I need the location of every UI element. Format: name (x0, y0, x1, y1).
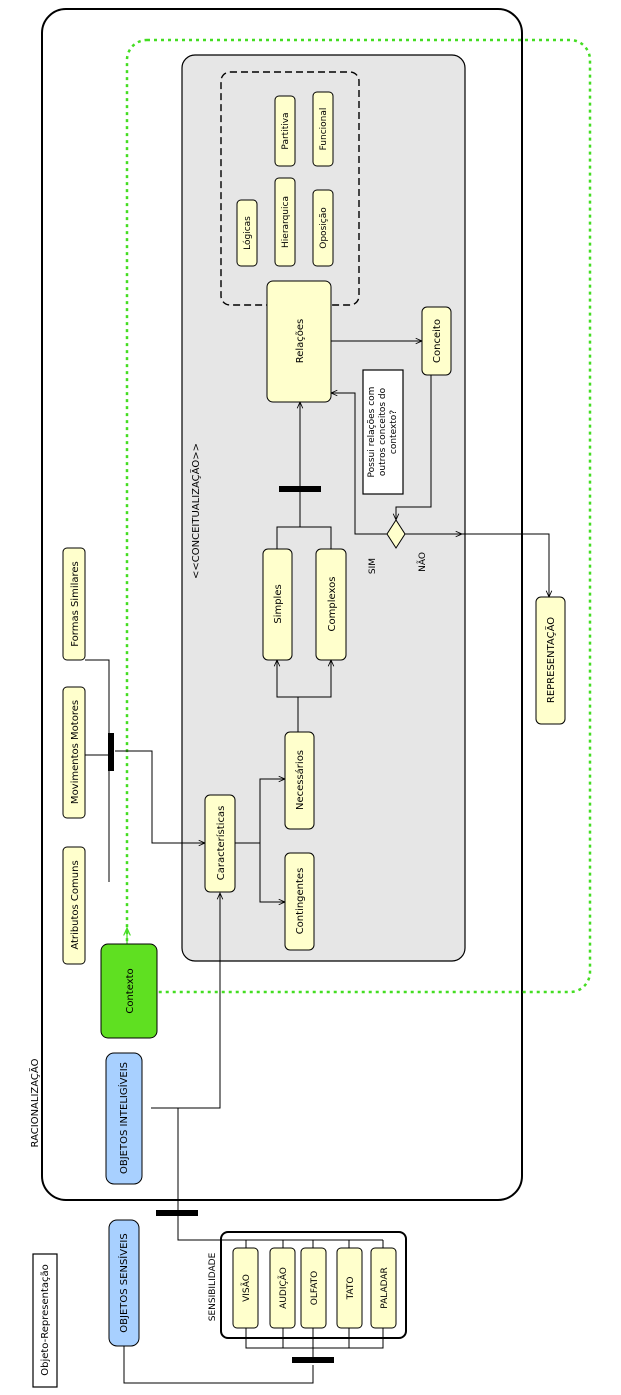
svg-text:AUDIÇÃO: AUDIÇÃO (278, 1267, 289, 1309)
question-line-3: contexto? (389, 410, 399, 454)
conceitualizacao-label: <<CONCEITUALIZAÇÃO>> (189, 443, 202, 579)
node-objetos-inteligiveis[interactable]: OBJETOS INTELIGÍVEIS (105, 1052, 143, 1185)
svg-text:TATO: TATO (346, 1277, 356, 1301)
svg-text:Conceito: Conceito (432, 319, 443, 363)
edge-necessarios-complexos (298, 660, 331, 698)
node-caracteristicas[interactable]: Características (204, 794, 236, 893)
edge-formas-join (85, 659, 110, 755)
svg-text:VISÃO: VISÃO (241, 1274, 252, 1302)
decision-diamond (386, 519, 406, 549)
join-bar-sensiveis (156, 1210, 198, 1216)
svg-text:Necessários: Necessários (294, 750, 306, 810)
node-funcional[interactable]: Funcional (312, 91, 334, 167)
question-line-2: outros conceitos do (378, 387, 388, 476)
node-formas-similares[interactable]: Formas Similares (62, 547, 86, 661)
node-relacoes[interactable]: Relações (266, 280, 332, 403)
edge-conceito-decision (396, 375, 432, 520)
svg-text:Movimentos Motores: Movimentos Motores (70, 700, 81, 804)
svg-text:Contingentes: Contingentes (295, 868, 306, 935)
node-complexos[interactable]: Complexos (315, 548, 347, 661)
sensibilidade-label: SENSIBILIDADE (208, 1252, 218, 1321)
nao-label: NÃO (417, 552, 428, 572)
node-olfato[interactable]: OLFATO (300, 1247, 327, 1329)
svg-text:Atributos Comuns: Atributos Comuns (70, 860, 81, 949)
svg-text:Funcional: Funcional (319, 108, 329, 151)
svg-text:Lógicas: Lógicas (242, 216, 253, 250)
node-oposicao[interactable]: Oposição (312, 189, 334, 267)
edge-simples-join (276, 526, 332, 549)
edge-sensibility-up (177, 1215, 246, 1241)
conceitualizacao-panel (181, 54, 466, 962)
edge-nao-representacao (462, 533, 549, 597)
question-line-1: Possui relações com (367, 387, 377, 478)
svg-text:Complexos: Complexos (327, 577, 338, 632)
node-necessarios[interactable]: Necessários (284, 731, 315, 830)
node-conceito[interactable]: Conceito (421, 306, 452, 376)
svg-text:Hierarquica: Hierarquica (281, 196, 291, 248)
question-note (362, 369, 404, 495)
node-audicao[interactable]: AUDIÇÃO (269, 1247, 296, 1329)
svg-text:OBJETOS INTELIGÍVEIS: OBJETOS INTELIGÍVEIS (117, 1062, 130, 1174)
svg-text:Partitiva: Partitiva (281, 112, 291, 149)
frame-label-box (32, 1253, 58, 1388)
edge-inteligiveis-caracteristicas (151, 893, 220, 1109)
edge-sense-tops (245, 1239, 384, 1248)
sensibilidade-container (220, 1231, 407, 1339)
node-paladar[interactable]: PALADAR (370, 1247, 397, 1329)
node-contingentes[interactable]: Contingentes (284, 852, 315, 951)
node-movimentos-motores[interactable]: Movimentos Motores (62, 686, 86, 819)
node-objetos-sensiveis[interactable]: OBJETOS SENSÍVEIS (108, 1219, 140, 1347)
context-boundary (125, 38, 592, 994)
svg-text:Simples: Simples (273, 584, 284, 623)
edge-decision-sim (331, 393, 389, 535)
frame-title: Objeto-Representação (40, 1264, 51, 1376)
join-bar-sensibility (292, 1357, 334, 1363)
svg-text:OLFATO: OLFATO (310, 1271, 320, 1306)
edge-necessarios-split (277, 660, 299, 732)
racionalizacao-label: RACIONALIZAÇÃO (28, 1058, 41, 1147)
node-logicas[interactable]: Lógicas (236, 199, 258, 267)
node-contexto[interactable]: Contexto (100, 943, 158, 1039)
edge-caracteristicas-contingentes (259, 843, 285, 902)
node-hierarquica[interactable]: Hierarquica (274, 177, 296, 267)
svg-text:Características: Características (215, 806, 227, 881)
sim-label: SIM (368, 558, 378, 574)
svg-text:Formas Similares: Formas Similares (70, 561, 81, 647)
node-visao[interactable]: VISÃO (232, 1247, 259, 1329)
svg-text:Contexto: Contexto (125, 968, 136, 1013)
svg-text:OBJETOS SENSÍVEIS: OBJETOS SENSÍVEIS (117, 1233, 130, 1332)
svg-text:Relações: Relações (295, 319, 306, 364)
svg-text:Oposição: Oposição (319, 207, 329, 249)
node-simples[interactable]: Simples (262, 548, 293, 661)
svg-text:PALADAR: PALADAR (380, 1267, 390, 1309)
edge-caracteristicas-split (235, 779, 285, 844)
edge-sense-bottoms (245, 1328, 384, 1359)
node-atributos-comuns[interactable]: Atributos Comuns (62, 846, 86, 965)
node-representacao[interactable]: REPRESENTAÇÃO (535, 596, 566, 725)
node-partitiva[interactable]: Partitiva (274, 95, 296, 167)
join-bar-conceitualizacao (279, 486, 321, 492)
node-tato[interactable]: TATO (336, 1247, 363, 1329)
join-bar-context (108, 733, 114, 771)
edge-objetos-sensiveis-bar (123, 1346, 314, 1384)
svg-text:REPRESENTAÇÃO: REPRESENTAÇÃO (544, 617, 557, 703)
edge-join-caracteristicas (115, 750, 205, 843)
